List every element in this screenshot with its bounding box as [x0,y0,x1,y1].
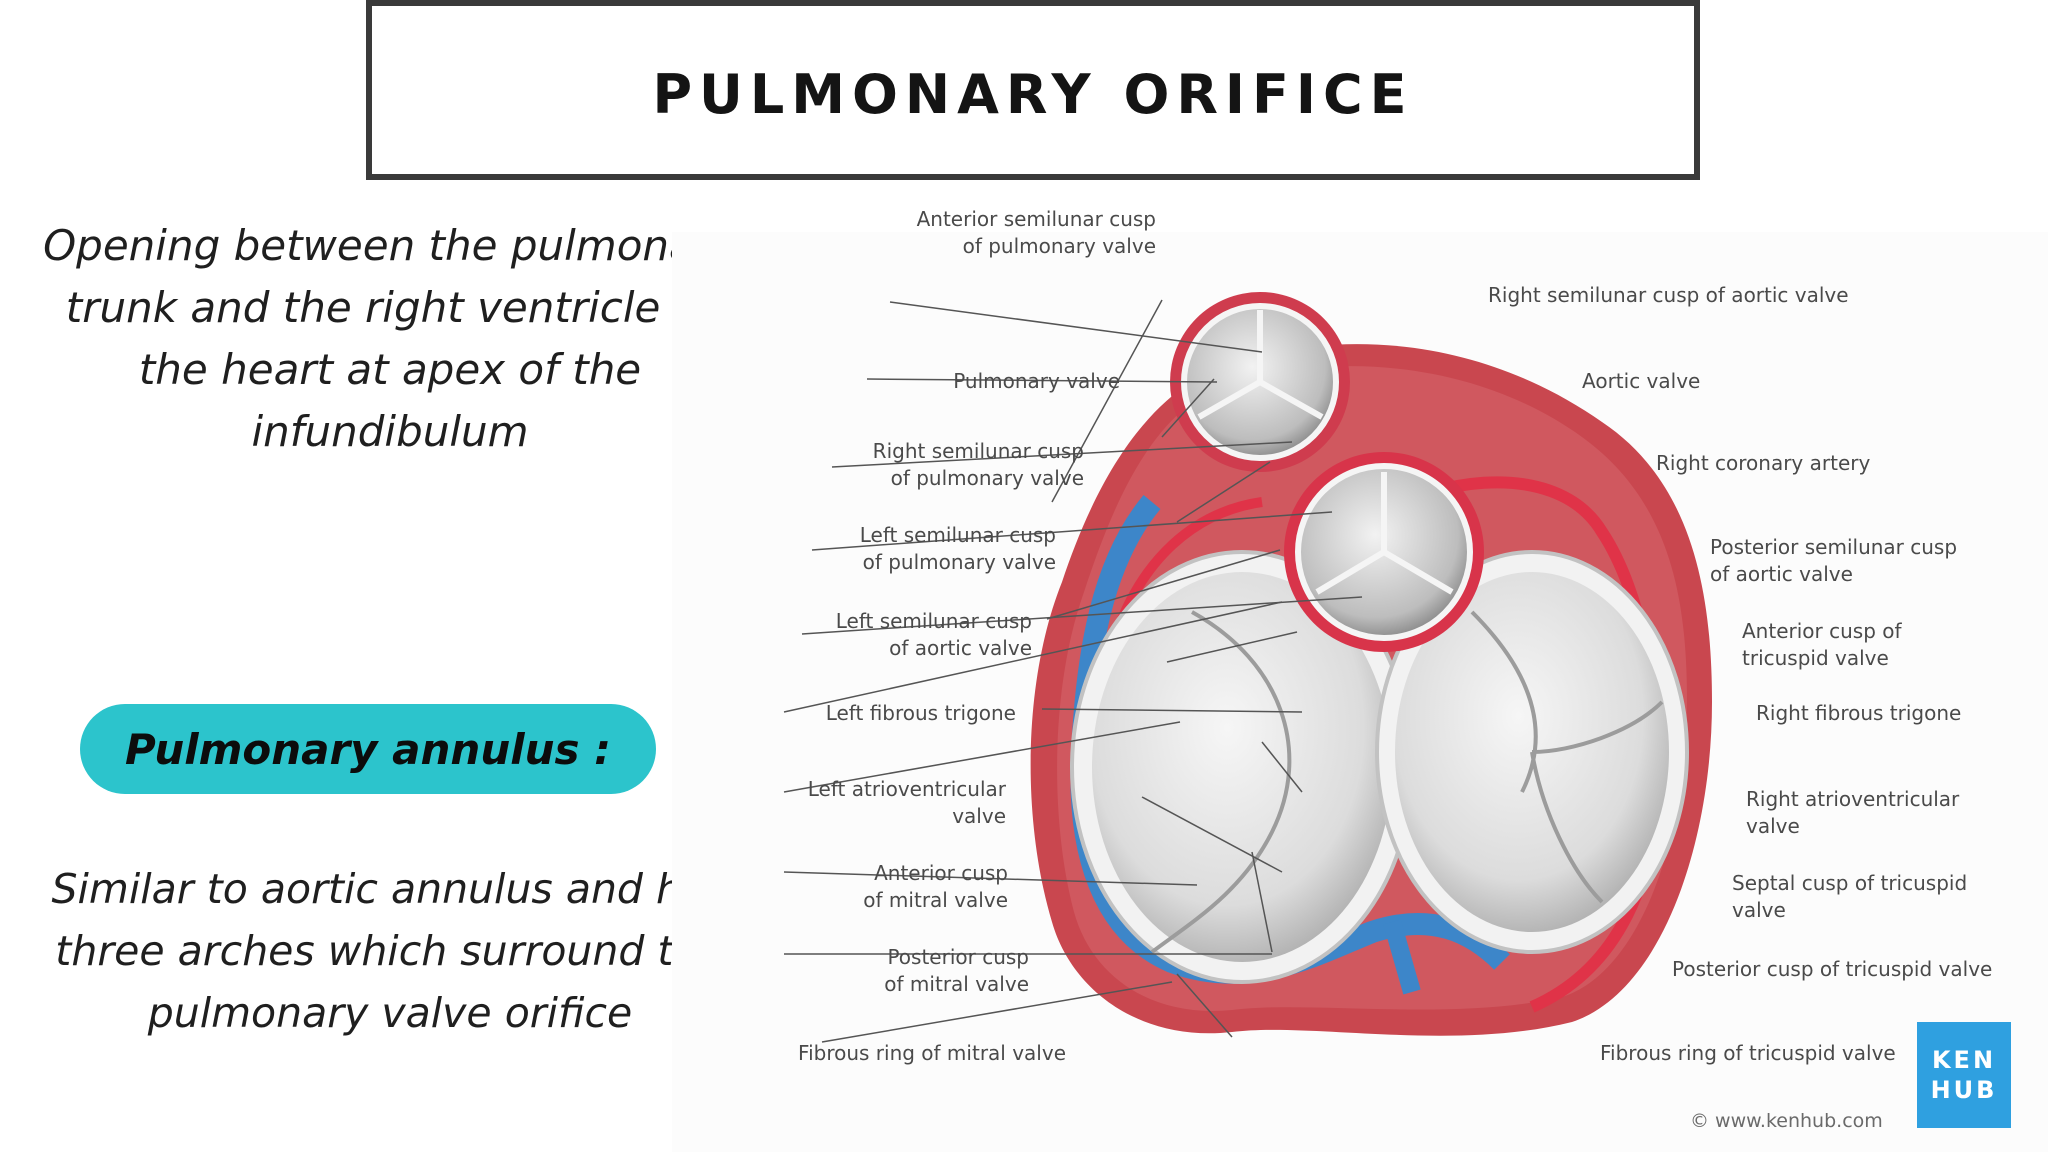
label-left-semilunar-cusp-aortic: Left semilunar cusp of aortic valve [835,609,1032,660]
label-posterior-semilunar-cusp-aortic: Posterior semilunar cusp of aortic valve [1710,535,1958,586]
label-right-semilunar-cusp-pulmonary: Right semilunar cusp of pulmonary valve [872,439,1084,490]
intro-text: Opening between the pulmonary trunk and … [43,221,737,456]
label-anterior-cusp-tricuspid: Anterior cusp of tricuspid valve [1742,619,1902,670]
tricuspid-cusp-line [1470,610,1664,904]
label-left-fibrous-trigone: Left fibrous trigone [825,701,1016,725]
vein-branch [1383,919,1421,995]
label-fibrous-ring-mitral: Fibrous ring of mitral valve [798,1041,1066,1065]
label-right-fibrous-trigone: Right fibrous trigone [1756,701,1962,725]
heart-valves-figure: Anterior semilunar cusp of pulmonary val… [672,207,2048,1152]
label-fibrous-ring-tricuspid: Fibrous ring of tricuspid valve [1600,1041,1896,1065]
kenhub-logo: KEN HUB [1917,1022,2011,1128]
label-septal-cusp-tricuspid: Septal cusp of tricuspid valve [1732,871,1968,922]
label-aortic-valve: Aortic valve [1582,369,1701,393]
label-anterior-cusp-mitral: Anterior cusp of mitral valve [863,861,1008,912]
label-right-atrioventricular-valve: Right atrioventricular valve [1746,787,1960,838]
label-posterior-cusp-tricuspid: Posterior cusp of tricuspid valve [1672,957,1993,981]
label-posterior-cusp-mitral: Posterior cusp of mitral valve [884,945,1029,996]
label-left-atrioventricular-valve: Left atrioventricular valve [807,777,1006,828]
description-text: Similar to aortic annulus and has three … [51,865,729,1037]
leader-lines [783,299,1363,1043]
title-box: PULMONARY ORIFICE [366,0,1700,180]
heart-illustration [783,292,1712,1043]
pill-label: Pulmonary annulus : [125,724,611,774]
label-right-semilunar-cusp-aortic: Right semilunar cusp of aortic valve [1488,283,1849,307]
aortic-cusp-lines [1315,472,1454,595]
label-right-coronary-artery: Right coronary artery [1656,451,1871,475]
label-pulmonary-valve: Pulmonary valve [953,369,1120,393]
copyright-text: © www.kenhub.com [1690,1110,1883,1132]
label-left-semilunar-cusp-pulmonary: Left semilunar cusp of pulmonary valve [859,523,1056,574]
pulmonary-cusp-lines [1197,310,1324,420]
pulmonary-annulus-pill: Pulmonary annulus : [80,704,656,794]
slide-title: PULMONARY ORIFICE [652,62,1414,126]
label-anterior-semilunar-cusp-pulmonary: Anterior semilunar cusp of pulmonary val… [916,207,1156,258]
mitral-cusp-line [1150,610,1292,954]
